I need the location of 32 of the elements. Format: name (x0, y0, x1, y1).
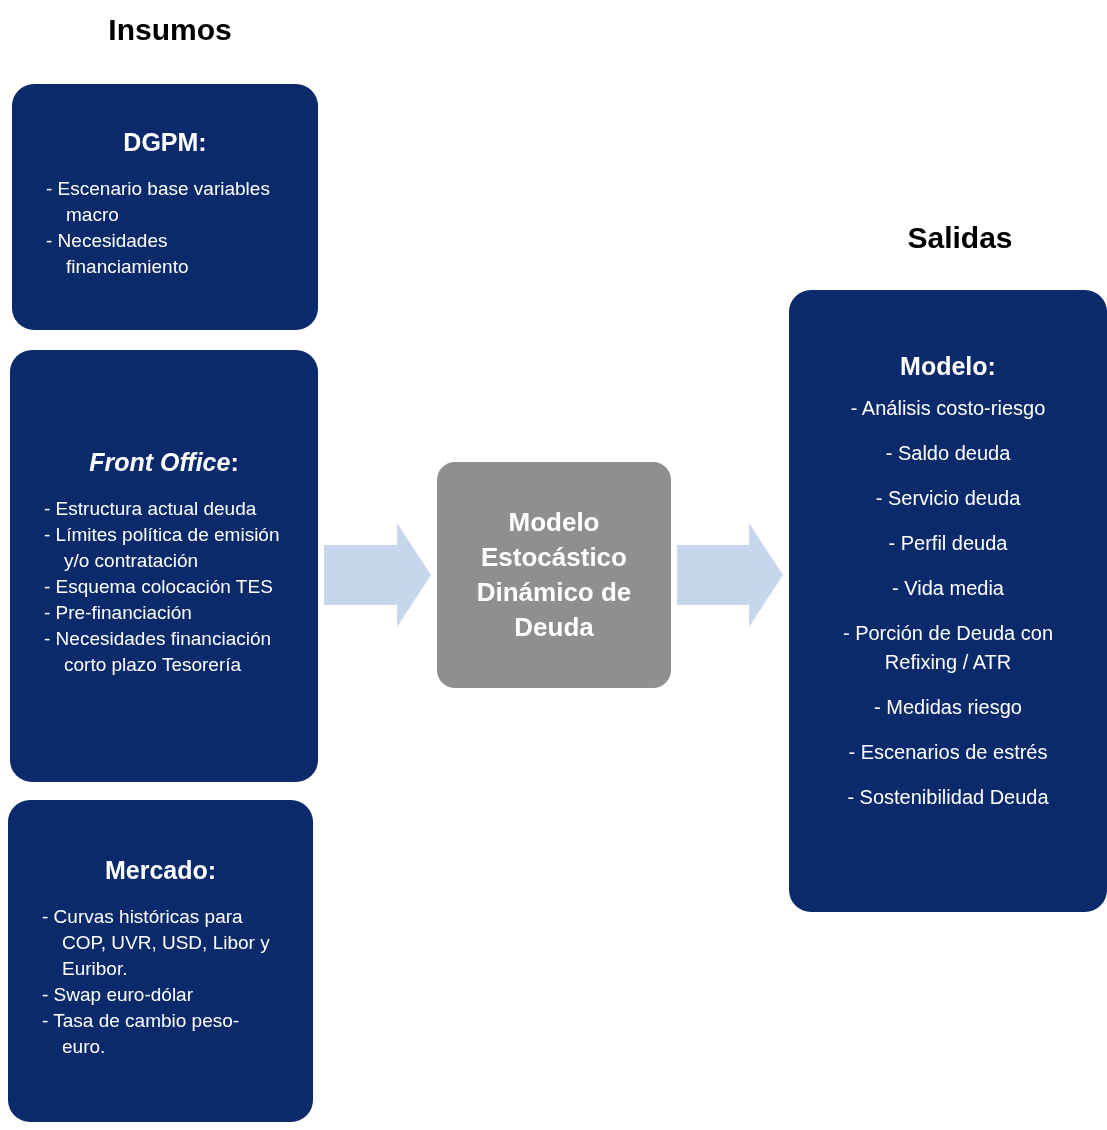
bullet-item: - Límites política de emisión y/o contratación (44, 523, 281, 573)
block-arrow (324, 523, 431, 627)
bullet-item: - Estructura actual deuda (44, 497, 258, 521)
bullet-item: - Curvas históricas para COP, UVR, USD, Libor y Euribor. (42, 905, 271, 981)
column-heading: Insumos (107, 12, 233, 48)
bullet-item: - Escenario base variables macro (46, 177, 271, 227)
column-heading: Salidas (906, 220, 1014, 256)
bullet-item: - Medidas riesgo (874, 695, 1022, 720)
bullet-item: - Vida media (892, 576, 1004, 601)
bullet-item: - Servicio deuda (875, 486, 1021, 511)
bullet-item: - Esquema colocación TES (44, 575, 274, 599)
bullet-item: - Porción de Deuda con Refixing / ATR (841, 621, 1055, 675)
input-box (12, 84, 318, 330)
box-heading: Modelo: (900, 351, 996, 382)
input-box (8, 800, 313, 1122)
bullet-item: - Escenarios de estrés (848, 740, 1048, 765)
input-box (10, 350, 318, 782)
box-heading: Front Office: (89, 447, 239, 478)
process-box: Modelo Estocástico Dinámico de Deuda (437, 462, 671, 688)
bullet-item: - Swap euro-dólar (42, 983, 195, 1007)
block-arrow (677, 523, 783, 627)
bullet-item: - Análisis costo-riesgo (850, 396, 1046, 421)
bullet-item: - Tasa de cambio peso-euro. (42, 1009, 241, 1059)
bullet-item: - Perfil deuda (888, 531, 1008, 556)
bullet-item: - Pre-financiación (44, 601, 193, 625)
box-heading: DGPM: (123, 127, 207, 158)
bullet-item: - Necesidades financiamiento (46, 229, 190, 279)
input-box (789, 290, 1107, 912)
bullet-item: - Necesidades financiación corto plazo Tesorería (44, 627, 273, 677)
bullet-item: - Saldo deuda (885, 441, 1011, 466)
box-heading: Mercado: (104, 855, 217, 886)
bullet-item: - Sostenibilidad Deuda (847, 785, 1049, 810)
